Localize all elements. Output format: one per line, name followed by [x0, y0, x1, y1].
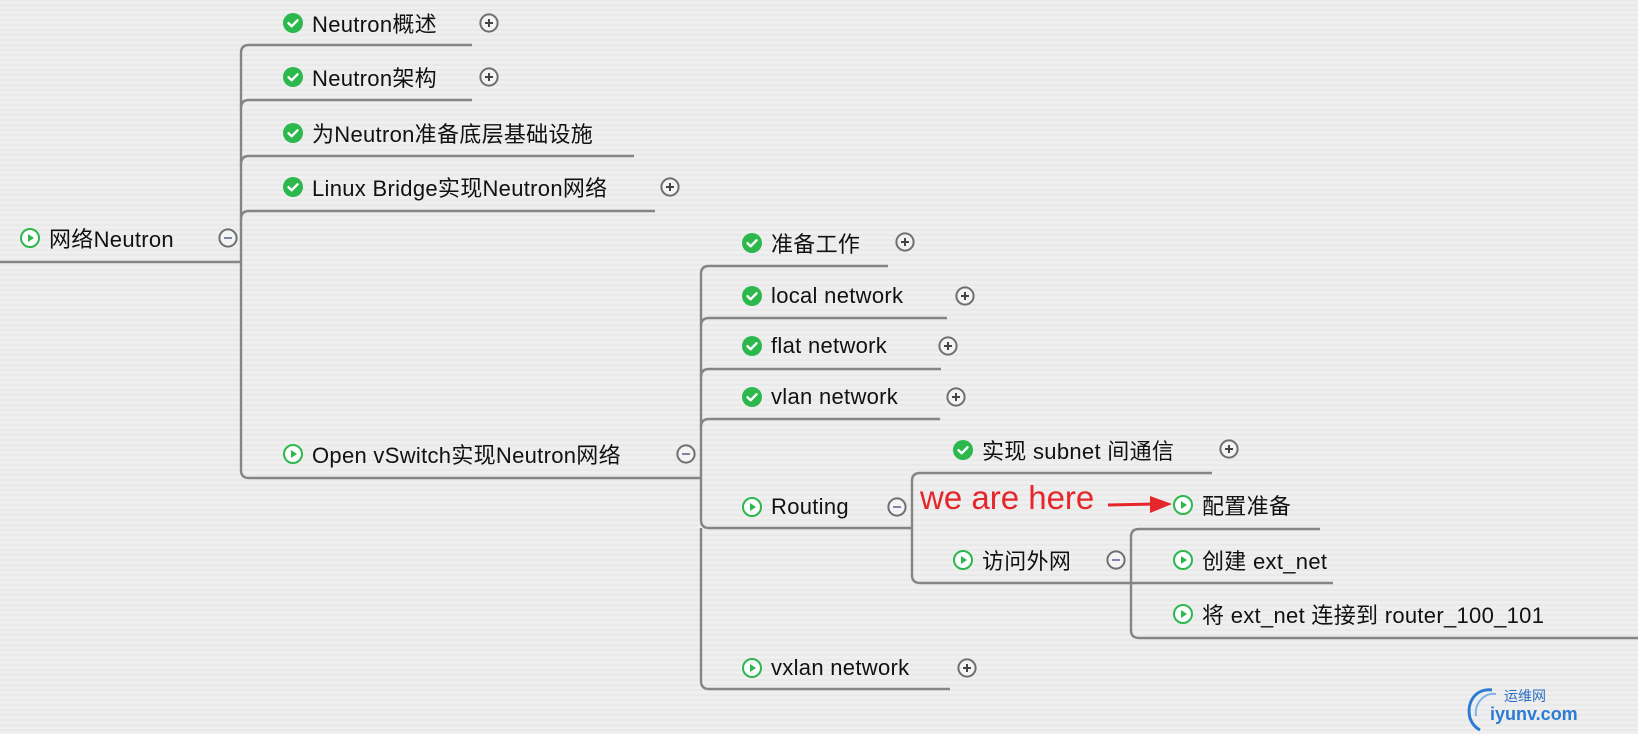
check-circle-icon [741, 335, 763, 357]
play-circle-icon [1172, 603, 1194, 625]
level1-connector [239, 209, 655, 220]
expand-toggle[interactable] [1219, 439, 1239, 459]
node-label: 实现 subnet 间通信 [982, 439, 1175, 464]
level1-connector [239, 98, 472, 109]
play-circle-icon [741, 657, 763, 679]
play-circle-icon [1172, 549, 1194, 571]
node-preparation[interactable]: 准备工作 [741, 228, 860, 258]
plus-circle-icon [955, 286, 975, 306]
plus-circle-icon [660, 177, 680, 197]
plus-circle-icon [479, 67, 499, 87]
expand-toggle[interactable] [660, 177, 680, 197]
level2-connector [699, 316, 947, 327]
node-external-access[interactable]: 访问外网 [952, 545, 1071, 575]
play-circle-icon [282, 443, 304, 465]
node-label: 准备工作 [771, 232, 861, 257]
node-local-network[interactable]: local network [741, 281, 903, 311]
expand-toggle[interactable] [955, 286, 975, 306]
node-vxlan-network[interactable]: vxlan network [741, 653, 909, 683]
level2-connector [699, 417, 940, 428]
node-label: vlan network [771, 384, 899, 409]
play-circle-icon [741, 496, 763, 518]
minus-circle-icon [887, 497, 907, 517]
watermark-cn: 运维网 [1504, 688, 1546, 704]
level1-spine [239, 43, 472, 262]
watermark-logo-icon [1467, 688, 1497, 732]
watermark-en: iyunv.com [1490, 704, 1578, 724]
minus-circle-icon [218, 228, 238, 248]
node-vlan-network[interactable]: vlan network [741, 382, 898, 412]
node-linux-bridge[interactable]: Linux Bridge实现Neutron网络 [282, 172, 607, 202]
plus-circle-icon [479, 13, 499, 33]
check-circle-icon [952, 439, 974, 461]
node-label: local network [771, 283, 904, 308]
node-label: Neutron架构 [312, 66, 437, 91]
check-circle-icon [282, 122, 304, 144]
level2-connector [699, 478, 912, 530]
node-subnet-communication[interactable]: 实现 subnet 间通信 [952, 435, 1174, 465]
node-label: 配置准备 [1202, 494, 1292, 519]
level1-connector [239, 262, 701, 480]
check-circle-icon [741, 285, 763, 307]
play-circle-icon [1172, 494, 1194, 516]
node-connect-router[interactable]: 将 ext_net 连接到 router_100_101 [1172, 599, 1544, 629]
root-node[interactable]: 网络Neutron [19, 223, 174, 253]
check-circle-icon [282, 12, 304, 34]
check-circle-icon [741, 232, 763, 254]
check-circle-icon [741, 386, 763, 408]
check-circle-icon [282, 176, 304, 198]
node-label: Open vSwitch实现Neutron网络 [312, 443, 621, 468]
level3-connector [910, 528, 1131, 585]
plus-circle-icon [957, 658, 977, 678]
node-label: vxlan network [771, 655, 910, 680]
expand-toggle[interactable] [895, 232, 915, 252]
node-routing[interactable]: Routing [741, 492, 849, 522]
level3-spine [910, 471, 1212, 528]
node-label: Routing [771, 494, 849, 519]
expand-toggle[interactable] [957, 658, 977, 678]
node-label: 网络Neutron [49, 227, 174, 252]
collapse-toggle[interactable] [1106, 550, 1126, 570]
plus-circle-icon [1219, 439, 1239, 459]
minus-circle-icon [676, 444, 696, 464]
node-label: Neutron概述 [312, 12, 437, 37]
node-create-ext-net[interactable]: 创建 ext_net [1172, 545, 1327, 575]
annotation-arrow [1108, 496, 1172, 513]
minus-circle-icon [1106, 550, 1126, 570]
level4-connector [1129, 583, 1638, 640]
level4-spine [1129, 527, 1320, 583]
collapse-toggle[interactable] [676, 444, 696, 464]
plus-circle-icon [946, 387, 966, 407]
collapse-toggle[interactable] [887, 497, 907, 517]
node-infrastructure[interactable]: 为Neutron准备底层基础设施 [282, 118, 593, 148]
collapse-toggle[interactable] [218, 228, 238, 248]
expand-toggle[interactable] [479, 13, 499, 33]
node-label: flat network [771, 333, 888, 358]
expand-toggle[interactable] [938, 336, 958, 356]
level2-connector [699, 367, 941, 378]
node-flat-network[interactable]: flat network [741, 331, 887, 361]
level2-spine [699, 264, 888, 478]
plus-circle-icon [895, 232, 915, 252]
play-circle-icon [952, 549, 974, 571]
node-config-preparation[interactable]: 配置准备 [1172, 490, 1291, 520]
node-neutron-overview[interactable]: Neutron概述 [282, 8, 437, 38]
node-label: Linux Bridge实现Neutron网络 [312, 176, 608, 201]
node-label: 将 ext_net 连接到 router_100_101 [1202, 603, 1545, 628]
level2-connector [699, 528, 950, 691]
plus-circle-icon [938, 336, 958, 356]
check-circle-icon [282, 66, 304, 88]
node-open-vswitch[interactable]: Open vSwitch实现Neutron网络 [282, 439, 621, 469]
node-neutron-architecture[interactable]: Neutron架构 [282, 62, 437, 92]
annotation-text: we are here [920, 479, 1095, 516]
watermark: 运维网 iyunv.com [1462, 684, 1632, 732]
play-circle-icon [19, 227, 41, 249]
node-label: 创建 ext_net [1202, 549, 1328, 574]
level1-connector [239, 154, 634, 165]
expand-toggle[interactable] [479, 67, 499, 87]
expand-toggle[interactable] [946, 387, 966, 407]
node-label: 为Neutron准备底层基础设施 [312, 122, 594, 147]
node-label: 访问外网 [982, 549, 1072, 574]
